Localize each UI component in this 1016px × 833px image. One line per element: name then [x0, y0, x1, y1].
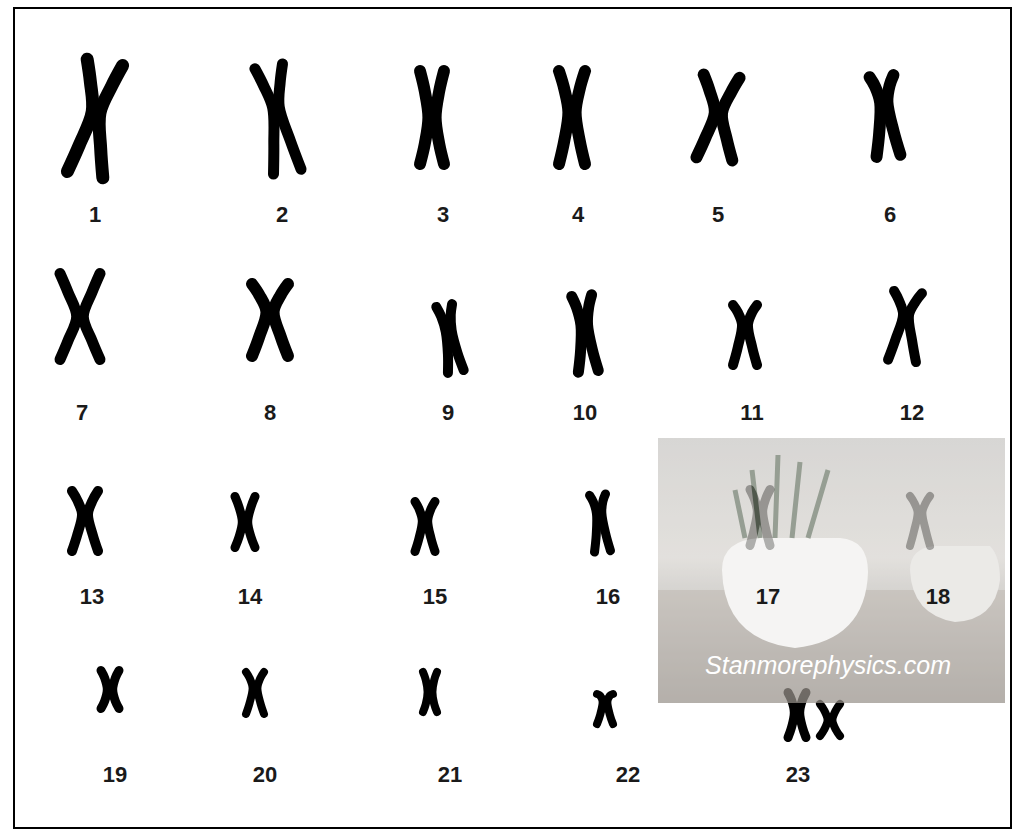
chromatid [885, 75, 900, 155]
chromosome [559, 71, 585, 164]
chromosome-number: 15 [423, 586, 447, 608]
chromosome [572, 295, 599, 372]
chromosome [870, 75, 901, 157]
chromatid [432, 672, 437, 712]
chromatid [696, 75, 718, 159]
chromatid [820, 704, 828, 736]
chromatid [72, 491, 82, 551]
chromatid [113, 671, 119, 709]
chromatid [733, 305, 742, 365]
chromosome-number: 18 [926, 586, 950, 608]
chromatid [428, 502, 435, 552]
chromosome-number: 9 [442, 402, 454, 424]
chromosome-number: 11 [740, 402, 763, 424]
chromosome-number: 17 [756, 586, 780, 608]
chromosome [590, 494, 611, 552]
chromatid [272, 64, 301, 171]
chromatid [600, 494, 610, 551]
chromatid [420, 71, 428, 164]
chromatid [597, 694, 603, 724]
chromosome [101, 671, 119, 709]
chromatid [607, 694, 613, 724]
chromosome-number: 19 [103, 764, 127, 786]
chromatid [246, 672, 253, 714]
frame-border [14, 8, 1011, 828]
chromosome-number: 2 [276, 204, 288, 226]
chromosome-number: 3 [437, 204, 449, 226]
chromatid [832, 704, 840, 736]
chromosome [235, 497, 255, 548]
chromosome [255, 64, 301, 174]
chromosome-number: 6 [884, 204, 896, 226]
chromosome [436, 304, 463, 373]
chromatid [870, 76, 885, 156]
chromatid [415, 502, 422, 552]
chromosome-set [60, 59, 930, 737]
chromosome [888, 291, 922, 362]
chromatid [101, 671, 107, 709]
chromatid [905, 292, 922, 362]
chromatid [585, 295, 598, 371]
chromosome [597, 694, 613, 724]
chromosome [252, 284, 288, 356]
chromatid [447, 304, 464, 371]
chromosome-number: 4 [572, 204, 584, 226]
chromatid [88, 491, 98, 551]
chromatid [423, 672, 428, 712]
chromosome-number: 8 [264, 402, 276, 424]
chromosome [72, 491, 98, 551]
chromosome [696, 75, 739, 161]
chromosome-number: 10 [573, 402, 597, 424]
chromatid [257, 672, 264, 714]
chromatid [436, 71, 444, 164]
chromosome-number: 7 [76, 402, 88, 424]
chromatid [60, 274, 77, 360]
chromosome-number: 20 [253, 764, 277, 786]
chromatid [718, 76, 740, 160]
chromatid [235, 497, 242, 548]
chromosome [820, 704, 840, 736]
chromosome [420, 71, 444, 164]
chromosome-number: 1 [89, 204, 101, 226]
chromosome-number: 22 [616, 764, 640, 786]
chromosome-number: 13 [80, 586, 104, 608]
chromatid [576, 71, 585, 164]
chromosome [67, 59, 122, 178]
chromatid [888, 291, 905, 361]
chromatid [248, 497, 255, 548]
chromatid [89, 63, 123, 178]
chromosome-number: 5 [712, 204, 724, 226]
chromosome [423, 672, 437, 712]
chromatid [748, 305, 757, 365]
chromosome-number: 14 [238, 586, 262, 608]
watermark-photo [658, 438, 1005, 703]
chromatid [83, 274, 100, 360]
watermark: Stanmorephysics.com [705, 653, 951, 678]
chromosome-number: 21 [438, 764, 462, 786]
chromosome [733, 305, 757, 365]
chromatid [252, 284, 266, 356]
chromosome-number: 16 [596, 586, 620, 608]
chromosome-number: 12 [900, 402, 924, 424]
chromosome [415, 502, 435, 552]
chromatid [274, 284, 288, 356]
chromosome-number: 23 [786, 764, 810, 786]
chromosome [246, 672, 264, 714]
chromosome [60, 274, 100, 360]
chromatid [559, 71, 568, 164]
chromatid [572, 296, 585, 372]
